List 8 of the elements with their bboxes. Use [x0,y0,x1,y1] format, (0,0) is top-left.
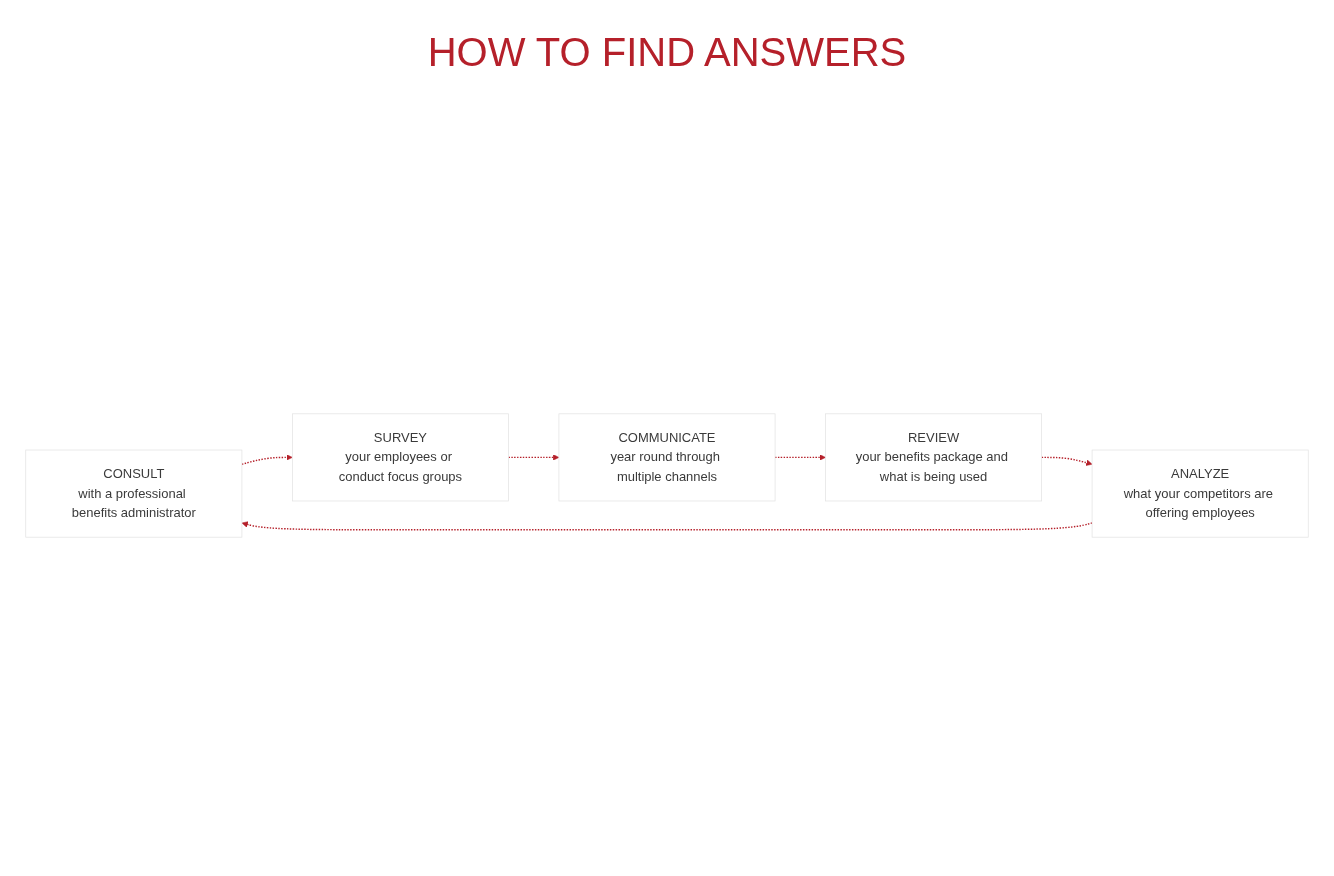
node-box: REVIEW your benefits package and what is being used [825,413,1042,502]
arrow [1040,456,1093,466]
node-box: ANALYZE what your competitors are offering employees [1091,449,1309,538]
arrow [774,454,826,461]
diagram-title: HOW TO FIND ANSWERS [427,30,907,75]
node-box: SURVEY your employees or conduct focus groups [292,413,509,502]
node-box: CONSULT with a professional benefits administrator [25,449,243,538]
node-box: COMMUNICATE year round through multiple channels [558,413,776,502]
